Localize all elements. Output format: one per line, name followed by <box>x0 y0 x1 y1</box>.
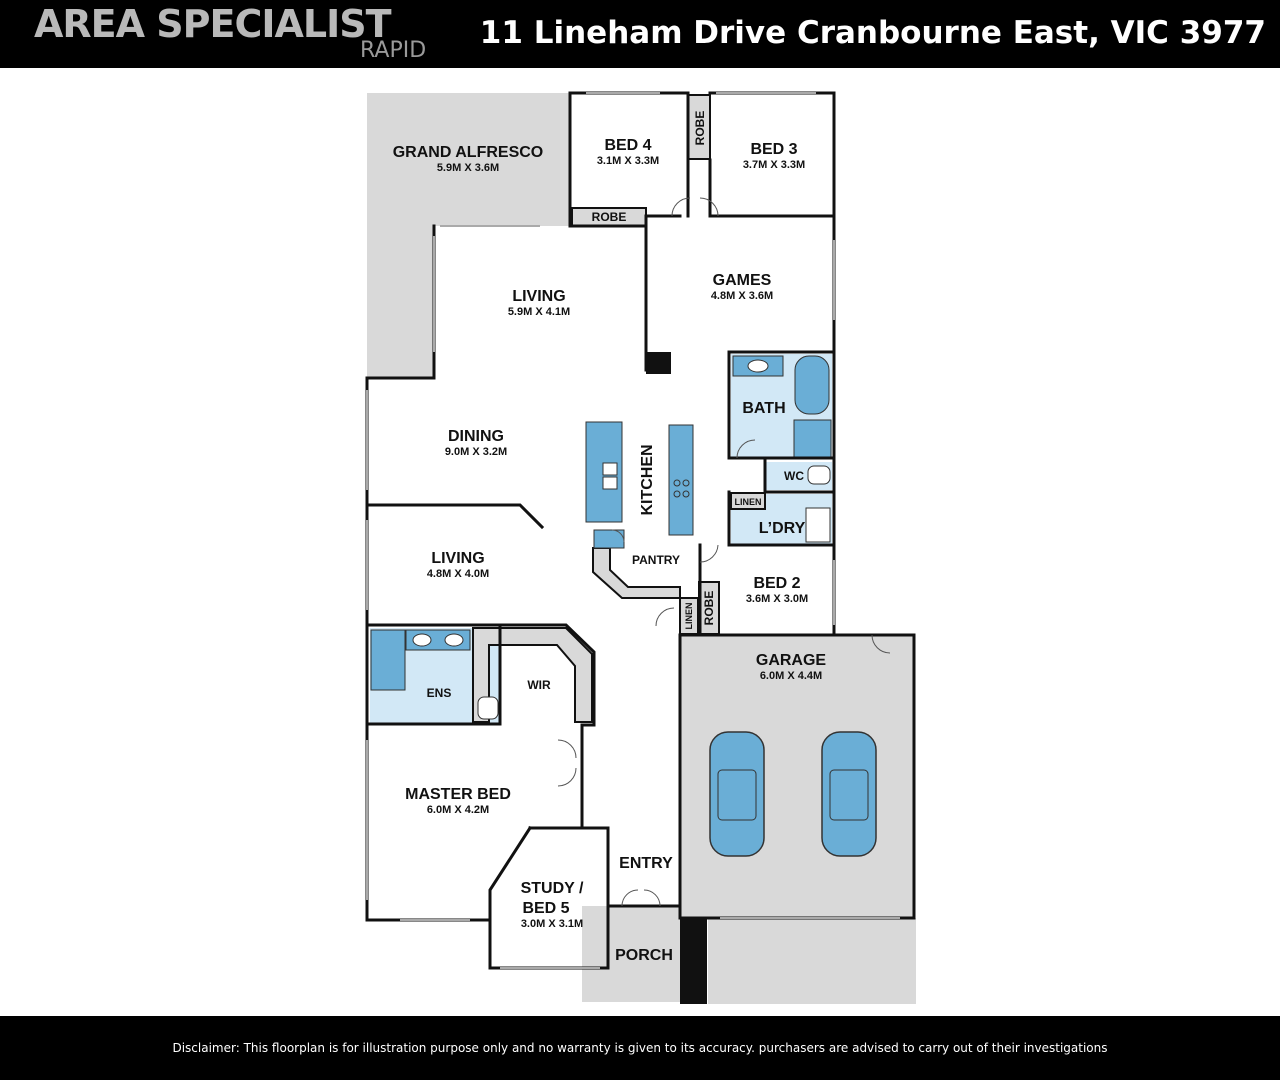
porch-column <box>680 918 707 1004</box>
car-left <box>709 731 765 857</box>
wc-toilet <box>807 465 831 485</box>
linen-laundry-area <box>730 492 766 510</box>
kitchen-sink-2 <box>602 476 618 490</box>
shower <box>793 419 832 458</box>
room-name-living-top: LIVING <box>512 288 565 305</box>
grand-alfresco-area <box>367 93 570 378</box>
room-name-grand-alfresco: GRAND ALFRESCO <box>393 144 544 161</box>
room-size-study: 3.0M X 3.1M <box>521 918 583 930</box>
room-name-master-bed: MASTER BED <box>405 786 511 803</box>
floorplan: GRAND ALFRESCO 5.9M X 3.6M BED 4 3.1M X … <box>365 91 916 1004</box>
ens-basin <box>412 633 432 647</box>
room-size-bed4: 3.1M X 3.3M <box>597 155 659 167</box>
room-size-master-bed: 6.0M X 4.2M <box>427 804 489 816</box>
room-name-bed3: BED 3 <box>750 141 797 158</box>
room-size-garage: 6.0M X 4.4M <box>760 670 822 682</box>
ens-shower <box>370 629 406 691</box>
room-size-grand-alfresco: 5.9M X 3.6M <box>437 162 499 174</box>
room-name-bed4: BED 4 <box>604 137 651 154</box>
ens-basin <box>444 633 464 647</box>
column <box>646 352 671 374</box>
room-name-pantry: PANTRY <box>632 553 680 567</box>
room-name-wir: WIR <box>527 678 551 692</box>
room-name-dining: DINING <box>448 428 504 445</box>
kitchen-sink-1 <box>602 462 618 476</box>
room-size-bed2: 3.6M X 3.0M <box>746 593 808 605</box>
laundry-tub <box>805 507 831 543</box>
room-size-bed3: 3.7M X 3.3M <box>743 159 805 171</box>
car-right <box>821 731 877 857</box>
disclaimer-text: Disclaimer: This floorplan is for illust… <box>172 1041 1108 1055</box>
porch-area <box>582 906 680 1002</box>
room-name-robe-bed4-side: ROBE <box>693 111 707 146</box>
room-name-study: STUDY / <box>521 880 584 897</box>
room-size-living-mid: 4.8M X 4.0M <box>427 568 489 580</box>
cooktop-burner <box>682 479 690 487</box>
room-name-robe-bed4-bottom: ROBE <box>592 210 627 224</box>
room-size-dining: 9.0M X 3.2M <box>445 446 507 458</box>
kitchen-bench <box>668 424 694 536</box>
brand-logo: AREA SPECIALIST <box>34 2 392 46</box>
header-bar: AREA SPECIALIST RAPID 11 Lineham Drive C… <box>0 0 1280 68</box>
room-name-wc: WC <box>784 469 804 483</box>
pantry-shelf <box>592 547 681 599</box>
bathtub <box>794 355 830 415</box>
room-name-living-mid: LIVING <box>431 550 484 567</box>
room-name-ens: ENS <box>427 686 452 700</box>
ens-toilet <box>477 696 499 720</box>
room-name-bed2: BED 2 <box>753 575 800 592</box>
doors <box>557 197 891 907</box>
room-name-laundry: L’DRY <box>759 520 806 537</box>
room-name-kitchen: KITCHEN <box>639 444 656 515</box>
room-name-linen-laundry: LINEN <box>735 497 762 507</box>
room-name-robe-bed2: ROBE <box>702 591 716 626</box>
room-name-bath: BATH <box>742 400 785 417</box>
footer-bar: Disclaimer: This floorplan is for illust… <box>0 1016 1280 1080</box>
room-name-porch: PORCH <box>615 947 673 964</box>
room-name-garage: GARAGE <box>756 652 827 669</box>
room-name-games: GAMES <box>713 272 772 289</box>
room-size-living-top: 5.9M X 4.1M <box>508 306 570 318</box>
room-name-entry: ENTRY <box>619 855 673 872</box>
brand-subtitle: RAPID <box>360 38 427 63</box>
cooktop-burner <box>673 479 681 487</box>
property-address: 11 Lineham Drive Cranbourne East, VIC 39… <box>479 15 1266 51</box>
driveway-area <box>708 918 916 1004</box>
bath-basin <box>747 359 769 373</box>
cooktop-burner <box>673 490 681 498</box>
room-name-linen-hall: LINEN <box>684 603 694 630</box>
room-size-games: 4.8M X 3.6M <box>711 290 773 302</box>
cooktop-burner <box>682 490 690 498</box>
windows <box>366 92 900 969</box>
room-name-study-line2: BED 5 <box>522 900 569 917</box>
